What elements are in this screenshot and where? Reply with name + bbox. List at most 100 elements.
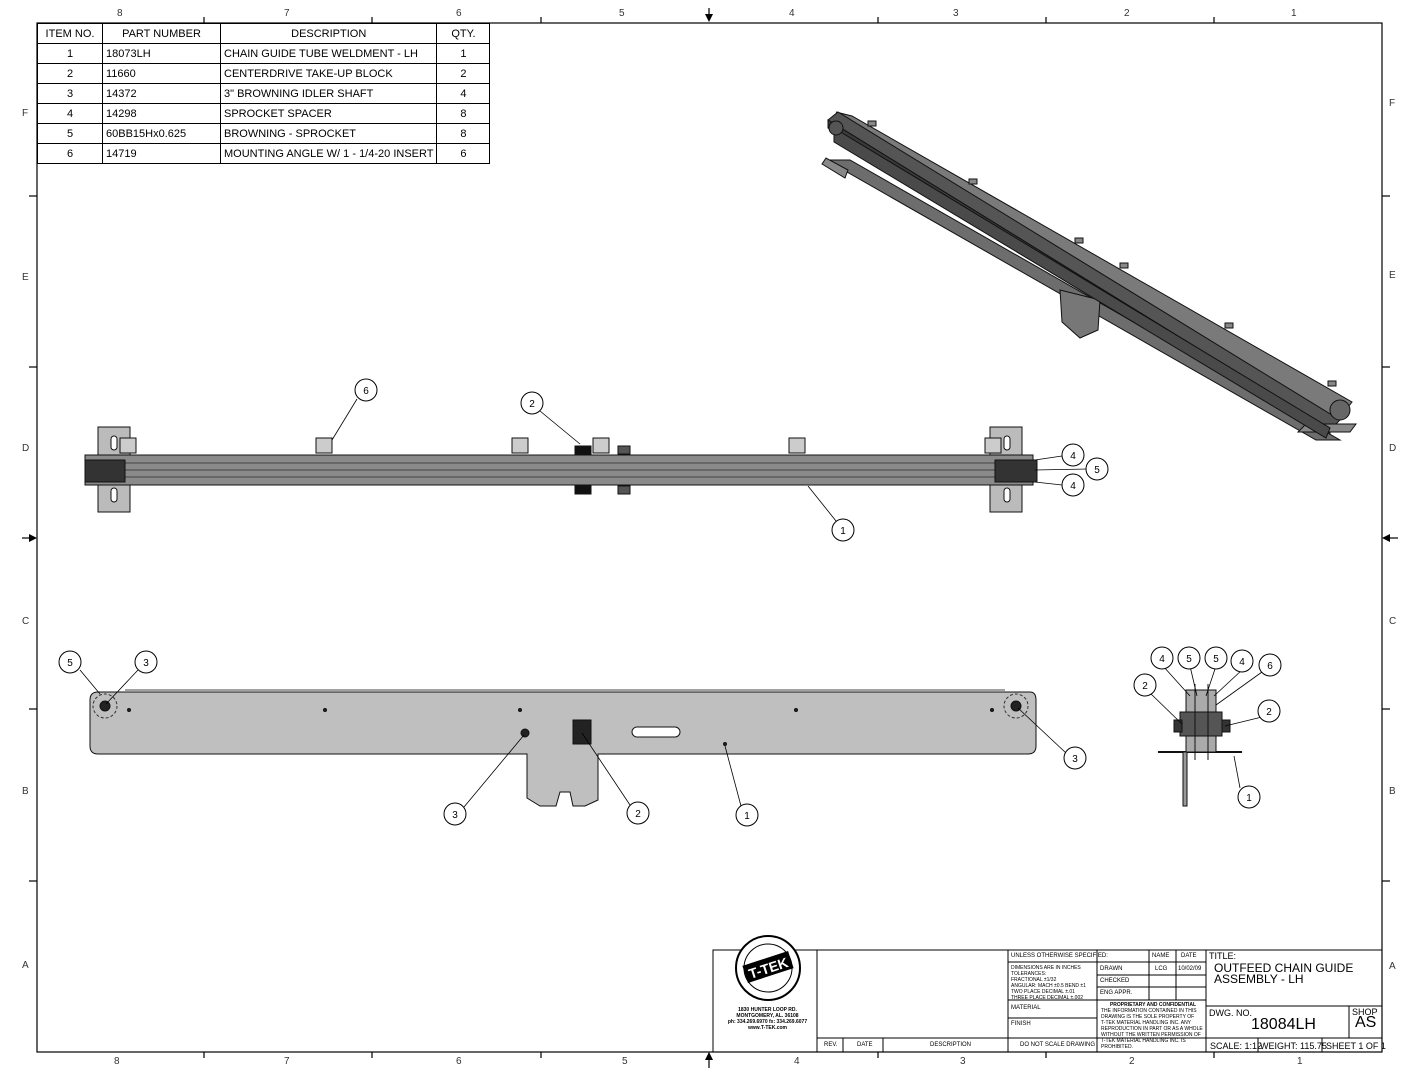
bom-description: BROWNING - SPROCKET <box>219 123 438 144</box>
zone-col-label: 5 <box>622 1056 628 1067</box>
balloon-numbers: 6 2 4 5 4 1 5 3 3 2 1 3 4 5 5 4 6 2 2 1 <box>67 386 1273 822</box>
proprietary-title: PROPRIETARY AND CONFIDENTIAL <box>1109 1002 1197 1008</box>
balloon-number: 4 <box>1159 654 1165 665</box>
balloon-number: 2 <box>529 399 535 410</box>
zone-row-label: A <box>22 960 29 971</box>
balloon <box>1061 443 1085 467</box>
balloon-number: 5 <box>1186 654 1192 665</box>
bom-header: DESCRIPTION <box>219 23 438 44</box>
zone-row-label: E <box>22 272 29 283</box>
balloon <box>1237 785 1261 809</box>
balloon-leaders <box>79 398 1263 808</box>
drawing-title-line2: ASSEMBLY - LH <box>1214 972 1304 986</box>
balloon <box>354 378 378 402</box>
bom-part-number: 14372 <box>102 83 221 104</box>
balloon-number: 3 <box>452 810 458 821</box>
tolerance-line: TWO PLACE DECIMAL ±.01 <box>1011 989 1075 995</box>
title-block-frame <box>712 949 1383 1053</box>
balloon-number: 2 <box>1266 707 1272 718</box>
balloon-number: 1 <box>744 811 750 822</box>
bom-part-number: 14298 <box>102 103 221 124</box>
bom-row: 1 18073LH CHAIN GUIDE TUBE WELDMENT - LH… <box>37 43 491 64</box>
shop-label: SHOP <box>1352 1007 1378 1017</box>
zone-col-label: 1 <box>1291 8 1297 19</box>
date-header: DATE <box>1181 953 1197 959</box>
proprietary-line: T-TEK MATERIAL HANDLING INC. ANY <box>1101 1020 1192 1026</box>
balloon-number: 1 <box>1246 793 1252 804</box>
tolerance-line: TOLERANCES: <box>1011 971 1047 977</box>
zone-col-label: 3 <box>953 8 959 19</box>
zone-col-label: 7 <box>284 1056 290 1067</box>
bom-item-no: 2 <box>37 63 103 84</box>
top-view <box>84 426 1038 513</box>
bom-description: 3" BROWNING IDLER SHAFT <box>219 83 438 104</box>
drawn-date: 10/02/09 <box>1178 966 1202 972</box>
zone-row-label: F <box>1389 98 1396 109</box>
drawing-number: 18084LH <box>1251 1016 1316 1033</box>
zone-col-label: 7 <box>284 8 290 19</box>
zone-row-label: E <box>1389 270 1396 281</box>
balloon <box>1258 653 1282 677</box>
proprietary-line: T-TEK MATERIAL HANDLING INC. IS <box>1101 1038 1186 1044</box>
balloon <box>1133 673 1157 697</box>
isometric-view <box>821 111 1357 441</box>
title-label: TITLE: <box>1209 951 1237 961</box>
zone-row-label: F <box>22 108 29 119</box>
balloon <box>1230 649 1254 673</box>
bom-header-row: ITEM NO. PART NUMBER DESCRIPTION QTY. <box>37 23 491 44</box>
zone-col-label: 6 <box>456 1056 462 1067</box>
proprietary-line: WITHOUT THE WRITTEN PERMISSION OF <box>1101 1032 1201 1038</box>
zone-col-label: 8 <box>114 1056 120 1067</box>
balloon <box>1061 473 1085 497</box>
zone-col-label: 5 <box>619 8 625 19</box>
company-address: 1830 HUNTER LOOP RD. MONTGOMERY, AL. 361… <box>720 1007 815 1031</box>
balloon-number: 2 <box>635 809 641 820</box>
bom-row: 2 11660 CENTERDRIVE TAKE-UP BLOCK 2 <box>37 63 491 84</box>
address-line: ph: 334.269.6970 fx: 334.269.6077 <box>727 1019 808 1025</box>
tolerance-line: FRACTIONAL ±1/32 <box>1011 977 1057 983</box>
balloon-number: 1 <box>840 526 846 537</box>
bom-description: CENTERDRIVE TAKE-UP BLOCK <box>219 63 438 84</box>
eng-appr-label: ENG APPR. <box>1100 990 1133 996</box>
proprietary-line: DRAWING IS THE SOLE PROPERTY OF <box>1101 1014 1195 1020</box>
end-view <box>1158 684 1242 807</box>
tolerance-line: DIMENSIONS ARE IN INCHES <box>1011 965 1081 971</box>
proprietary-line: REPRODUCTION IN PART OR AS A WHOLE <box>1101 1026 1203 1032</box>
side-view <box>89 689 1037 807</box>
tolerance-line: ANGULAR: MACH ±0.5 BEND ±1 <box>1011 983 1086 989</box>
address-line: 1830 HUNTER LOOP RD. <box>738 1007 797 1013</box>
balloon <box>735 803 759 827</box>
bom-part-number: 14719 <box>102 143 221 164</box>
drawing-title-line1: OUTFEED CHAIN GUIDE <box>1214 961 1354 975</box>
checked-label: CHECKED <box>1100 978 1130 984</box>
bom-qty: 1 <box>436 43 491 64</box>
balloon <box>1257 699 1281 723</box>
rev-date-label: DATE <box>857 1042 873 1048</box>
tolerance-notes: DIMENSIONS ARE IN INCHES TOLERANCES: FRA… <box>1011 965 1086 1001</box>
bom-header: PART NUMBER <box>102 23 221 44</box>
bom-qty: 8 <box>436 123 491 144</box>
scale-value: SCALE: 1:12 <box>1210 1041 1263 1051</box>
balloon <box>831 518 855 542</box>
bom-row: 3 14372 3" BROWNING IDLER SHAFT 4 <box>37 83 491 104</box>
zone-row-label: D <box>22 443 30 454</box>
bom-qty: 8 <box>436 103 491 124</box>
bom-description: CHAIN GUIDE TUBE WELDMENT - LH <box>219 43 438 64</box>
balloon <box>520 391 544 415</box>
zone-row-label: A <box>1389 961 1396 972</box>
drawn-label: DRAWN <box>1100 966 1123 972</box>
address-line: MONTGOMERY, AL. 36108 <box>736 1013 799 1019</box>
zone-row-label: C <box>1389 616 1397 627</box>
bom-description: SPROCKET SPACER <box>219 103 438 124</box>
balloon-number: 4 <box>1239 657 1245 668</box>
bom-row: 5 60BB15Hx0.625 BROWNING - SPROCKET 8 <box>37 123 491 144</box>
balloon-number: 3 <box>143 658 149 669</box>
center-mark-arrows <box>22 8 1398 1068</box>
bom-part-number: 60BB15Hx0.625 <box>102 123 221 144</box>
weight-value: WEIGHT: 115.75 <box>1260 1041 1327 1051</box>
zone-col-label: 2 <box>1129 1056 1135 1067</box>
name-header: NAME <box>1152 953 1170 959</box>
balloon <box>1063 746 1087 770</box>
bom-part-number: 11660 <box>102 63 221 84</box>
zone-col-label: 1 <box>1297 1056 1303 1067</box>
